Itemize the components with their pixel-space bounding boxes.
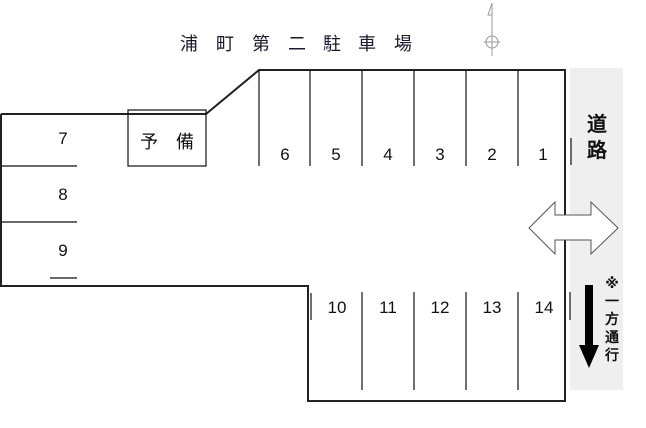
one-way-char: ※ [605,276,619,292]
title-char: 車 [358,34,376,55]
space-number-4: 4 [383,145,393,164]
space-number-12: 12 [430,298,450,317]
road-label-char: 路 [587,138,607,162]
title-char: 第 [252,34,270,55]
one-way-char: 一 [605,294,619,310]
one-way-char: 行 [605,348,619,364]
space-number-2: 2 [487,145,497,164]
space-number-11: 11 [379,298,397,317]
road-label-char: 道 [587,112,607,136]
space-number-1: 1 [538,145,548,164]
north-marker-icon [484,2,500,56]
space-number-10: 10 [327,298,347,317]
one-way-down-arrow-icon [579,285,599,368]
space-number-5: 5 [331,145,341,164]
title-char: 二 [288,34,306,55]
title-char: 浦 [180,34,198,55]
entry-exit-arrow-icon [528,200,619,256]
space-number-13: 13 [482,298,502,317]
reserve-space-box [127,109,207,167]
title-char: 町 [216,34,234,55]
space-number-6: 6 [280,145,290,164]
space-number-9: 9 [58,241,68,260]
one-way-char: 方 [605,312,619,328]
lot-outline [0,69,566,402]
title-char: 場 [394,34,412,55]
title-char: 駐 [323,34,341,55]
one-way-char: 通 [605,330,619,346]
space-number-14: 14 [534,298,554,317]
space-number-3: 3 [435,145,445,164]
reserve-space-label: 予 備 [140,132,194,153]
space-number-8: 8 [58,185,68,204]
space-number-7: 7 [58,129,68,148]
